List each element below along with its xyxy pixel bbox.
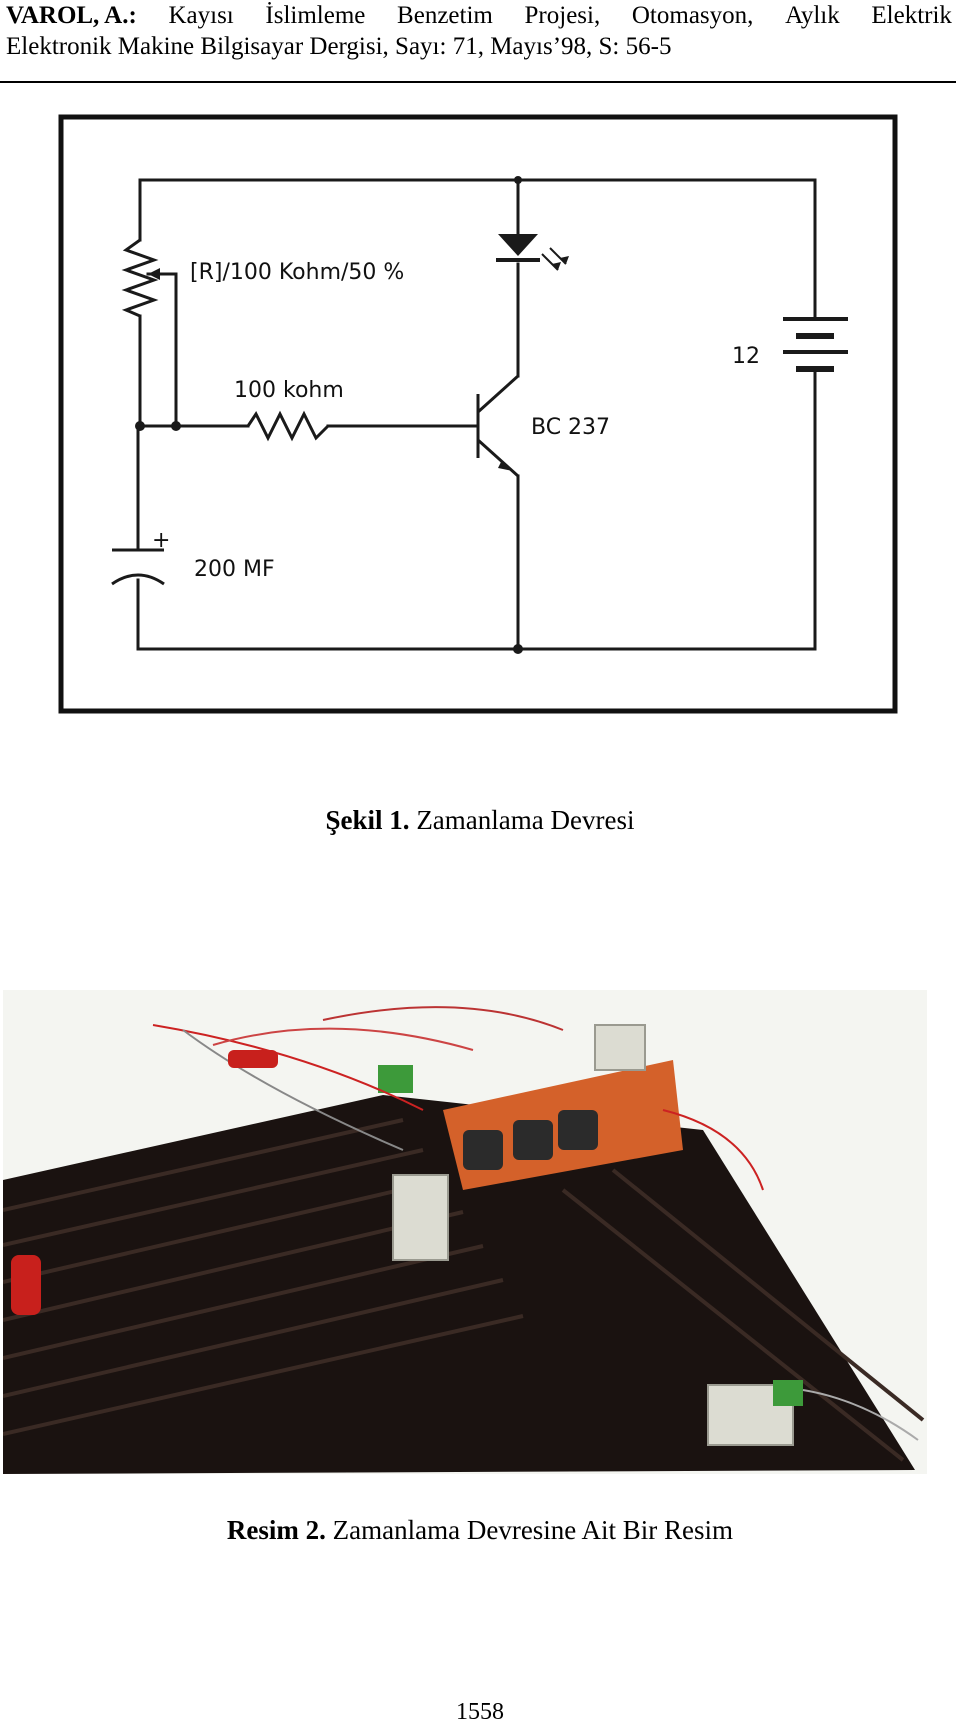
- header-line-1: VAROL, A.: Kayısı İslimleme Benzetim Pro…: [6, 0, 952, 31]
- figure-2-caption: Resim 2. Zamanlama Devresine Ait Bir Res…: [0, 1514, 960, 1546]
- battery-label: 12: [732, 344, 760, 369]
- relay-components: [463, 1110, 598, 1170]
- header-title-word: İslimleme: [265, 2, 366, 29]
- figure-2-caption-text: Zamanlama Devresine Ait Bir Resim: [332, 1515, 734, 1545]
- potentiometer-symbol: [121, 238, 159, 318]
- circuit-wires: [136, 178, 817, 651]
- resistor-label: 100 kohm: [234, 378, 344, 403]
- capacitor-polarity-label: +: [152, 528, 170, 553]
- figure-1-caption-prefix: Şekil 1.: [325, 805, 410, 835]
- running-header: VAROL, A.: Kayısı İslimleme Benzetim Pro…: [6, 0, 956, 62]
- figure-1-caption-text: Zamanlama Devresi: [416, 805, 635, 835]
- potentiometer-label: [R]/100 Kohm/50 %: [190, 260, 404, 285]
- page-number: 1558: [456, 1699, 504, 1725]
- battery-symbol: [783, 317, 848, 372]
- terminal-blocks: [392, 1024, 794, 1446]
- red-clip: [11, 1050, 278, 1315]
- header-line-2: Elektronik Makine Bilgisayar Dergisi, Sa…: [6, 33, 672, 60]
- header-title-word: Elektrik: [871, 2, 952, 29]
- figure-1-caption: Şekil 1. Zamanlama Devresi: [0, 804, 960, 836]
- header-rule: [0, 81, 956, 83]
- figure-2-caption-prefix: Resim 2.: [226, 1515, 326, 1545]
- capacitor-symbol: [111, 548, 165, 586]
- capacitor-label: 200 MF: [194, 557, 275, 582]
- potentiometer-wiper-arrow: [148, 268, 160, 280]
- header-title-word: Kayısı: [168, 2, 234, 29]
- heatsink: [3, 1095, 915, 1474]
- transistor-label: BC 237: [531, 415, 610, 440]
- led-symbol: [496, 234, 569, 271]
- circuit-diagram: [R]/100 Kohm/50 % 100 kohm BC 237 12 200…: [58, 114, 898, 714]
- header-title-word: Projesi,: [524, 2, 601, 29]
- transistor-emitter-arrow: [498, 460, 513, 471]
- header-title-word: Aylık: [785, 2, 840, 29]
- header-title-word: Benzetim: [397, 2, 493, 29]
- green-connectors: [378, 1065, 803, 1406]
- header-author: VAROL, A.:: [6, 2, 137, 29]
- transistor-symbol: [476, 374, 520, 478]
- resistor-symbol: [246, 410, 330, 442]
- circuit-photo: [3, 990, 927, 1474]
- header-title-word: Otomasyon,: [631, 2, 754, 29]
- diagram-frame: [58, 114, 898, 714]
- heatsink-fins: [3, 1118, 925, 1462]
- wires: [152, 1006, 919, 1441]
- junction-dots: [135, 176, 523, 654]
